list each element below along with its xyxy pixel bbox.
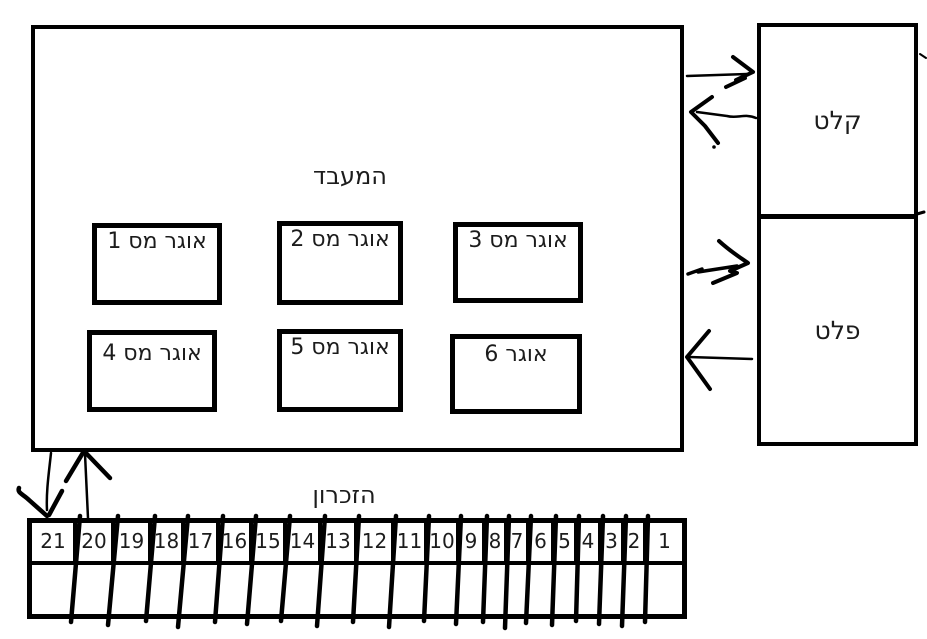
- memory-cell: 13: [322, 523, 358, 561]
- memory-cell: 21: [33, 523, 77, 561]
- processor-box: [31, 25, 684, 452]
- memory-cell: 18: [152, 523, 185, 561]
- register-box-1: אוגר מס 1: [92, 223, 222, 305]
- memory-cell: 1: [658, 529, 671, 553]
- register-label-6: אוגר 6: [484, 342, 548, 367]
- memory-cell: 3: [602, 523, 625, 561]
- pen-tick: [915, 210, 926, 216]
- register-label-2: אוגר מס 2: [290, 227, 390, 252]
- memory-row-divider: [32, 561, 682, 565]
- arrow-processor-to-input-shaft: [685, 72, 749, 78]
- arrow-memory-to-processor-head: [63, 448, 113, 484]
- arrow-output-to-processor-head: [685, 329, 712, 391]
- memory-cell: 4: [578, 523, 602, 561]
- arrow-output-to-processor-shaft: [687, 355, 754, 361]
- memory-cell: 20: [77, 523, 115, 561]
- memory-cell: 7: [508, 523, 530, 561]
- memory-cell: 6: [530, 523, 555, 561]
- memory-cell: 15: [253, 523, 287, 561]
- register-box-3: אוגר מס 3: [453, 222, 583, 303]
- memory-cell: 8: [486, 523, 508, 561]
- input-box: קלט: [761, 27, 914, 219]
- arrow-processor-to-memory-head: [16, 485, 65, 519]
- register-box-2: אוגר מס 2: [277, 221, 403, 305]
- arrow-input-to-processor-head: [689, 95, 720, 145]
- arrow-processor-to-output-shaft: [686, 264, 739, 276]
- memory-cell: 5: [555, 523, 578, 561]
- register-box-4: אוגר מס 4: [87, 330, 217, 412]
- register-label-3: אוגר מס 3: [468, 228, 568, 253]
- memory-cell: 16: [220, 523, 253, 561]
- output-box: פלט: [761, 219, 914, 442]
- memory-title: הזכרון: [312, 481, 376, 509]
- io-box: קלט פלט: [757, 23, 918, 446]
- memory-cell: 10: [428, 523, 460, 561]
- pen-dot: [712, 145, 716, 149]
- register-box-5: אוגר מס 5: [277, 329, 403, 412]
- arrow-processor-to-input-head: [724, 55, 755, 89]
- arrow-memory-to-processor-shaft: [83, 452, 90, 520]
- memory-cell: 11: [395, 523, 428, 561]
- memory-cell: 9: [460, 523, 486, 561]
- input-label: קלט: [813, 106, 862, 135]
- memory-cell: 19: [115, 523, 152, 561]
- arrow-processor-to-output-head: [711, 239, 750, 285]
- register-label-1: אוגר מס 1: [107, 229, 207, 254]
- output-label: פלט: [814, 316, 861, 345]
- processor-title: המעבד: [313, 162, 387, 190]
- register-label-5: אוגר מס 5: [290, 335, 390, 360]
- memory-cell: 12: [358, 523, 395, 561]
- memory-cell: 2: [625, 523, 647, 561]
- memory-cell: 17: [185, 523, 220, 561]
- pen-tick: [919, 53, 927, 59]
- memory-cell: 14: [287, 523, 322, 561]
- register-label-4: אוגר מס 4: [102, 341, 202, 366]
- arrow-processor-to-memory-shaft: [45, 451, 53, 512]
- arrow-input-to-processor-shaft: [695, 110, 758, 120]
- register-box-6: אוגר 6: [450, 334, 582, 414]
